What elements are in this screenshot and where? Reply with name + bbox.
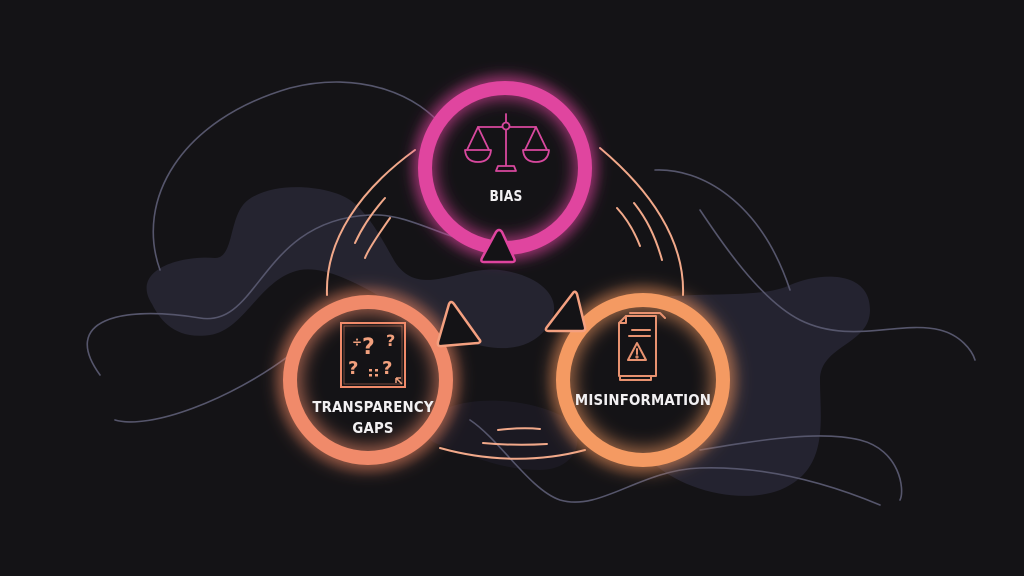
node-label-transparency-line2: GAPS [352, 419, 394, 437]
node-label-bias: BIAS [489, 187, 523, 205]
svg-text:?: ? [382, 358, 392, 379]
node-transparency-gaps[interactable]: ÷ ? ? ? ? [270, 282, 482, 478]
warning-document-icon [618, 312, 666, 381]
node-label-misinformation: MISINFORMATION [574, 391, 712, 409]
node-label-transparency-gaps: TRANSPARENCY GAPS [312, 397, 433, 439]
cycle-connector-arcs [325, 147, 685, 460]
node-label-transparency-line1: TRANSPARENCY [312, 398, 434, 416]
question-marks-document-icon: ÷ ? ? ? ? [340, 322, 406, 388]
connector-transparency-to-misinformation [439, 447, 586, 460]
node-transparency-fill [290, 302, 446, 458]
svg-text:÷: ÷ [352, 335, 362, 349]
svg-text:?: ? [386, 331, 395, 350]
motion-stroke [354, 197, 386, 244]
svg-text:?: ? [348, 358, 358, 379]
scales-of-justice-icon [464, 113, 550, 172]
cycle-arrow-icon [436, 300, 482, 348]
node-bias-fill [425, 88, 585, 248]
node-transparency-ring [283, 295, 453, 465]
cycle-arrow-icon [544, 290, 587, 333]
cycle-arrow-icon [480, 228, 516, 264]
motion-stroke [616, 207, 641, 247]
node-misinformation-ring [556, 293, 730, 467]
motion-stroke [633, 202, 663, 261]
motion-stroke [497, 427, 541, 431]
motion-stroke [482, 442, 548, 446]
node-misinformation[interactable] [543, 280, 743, 480]
connector-bias-to-misinformation [599, 147, 685, 296]
connector-bias-to-transparency [325, 149, 416, 296]
motion-stroke [364, 217, 391, 259]
node-bias[interactable] [405, 68, 605, 268]
svg-text:?: ? [362, 335, 375, 360]
